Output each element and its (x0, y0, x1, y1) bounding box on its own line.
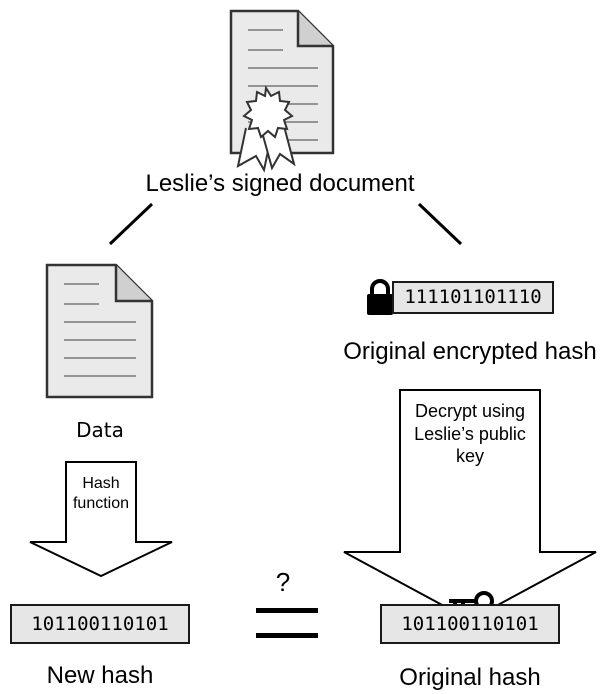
lock-icon (367, 279, 393, 315)
hash-function-label: Hash function (72, 475, 130, 512)
decrypt-label: Decrypt using Leslie’s public key (414, 401, 526, 466)
signed-document-icon (229, 9, 335, 173)
data-label: Data (76, 418, 124, 442)
encrypted-hash-box: 111101101110 (392, 281, 554, 314)
seal-icon (242, 85, 294, 139)
data-document-icon (45, 263, 154, 399)
original-hash-label: Original hash (399, 664, 541, 691)
right-connector-line (417, 202, 463, 246)
new-hash-label: New hash (46, 662, 154, 689)
original-hash-box: 101100110101 (380, 604, 560, 644)
equals-sign (256, 608, 318, 638)
compare-question-mark: ? (275, 567, 291, 597)
new-hash-box: 101100110101 (10, 604, 190, 644)
encrypted-hash-label: Original encrypted hash (343, 338, 597, 365)
left-connector-line (108, 202, 154, 246)
signed-document-label: Leslie’s signed document (145, 170, 415, 197)
